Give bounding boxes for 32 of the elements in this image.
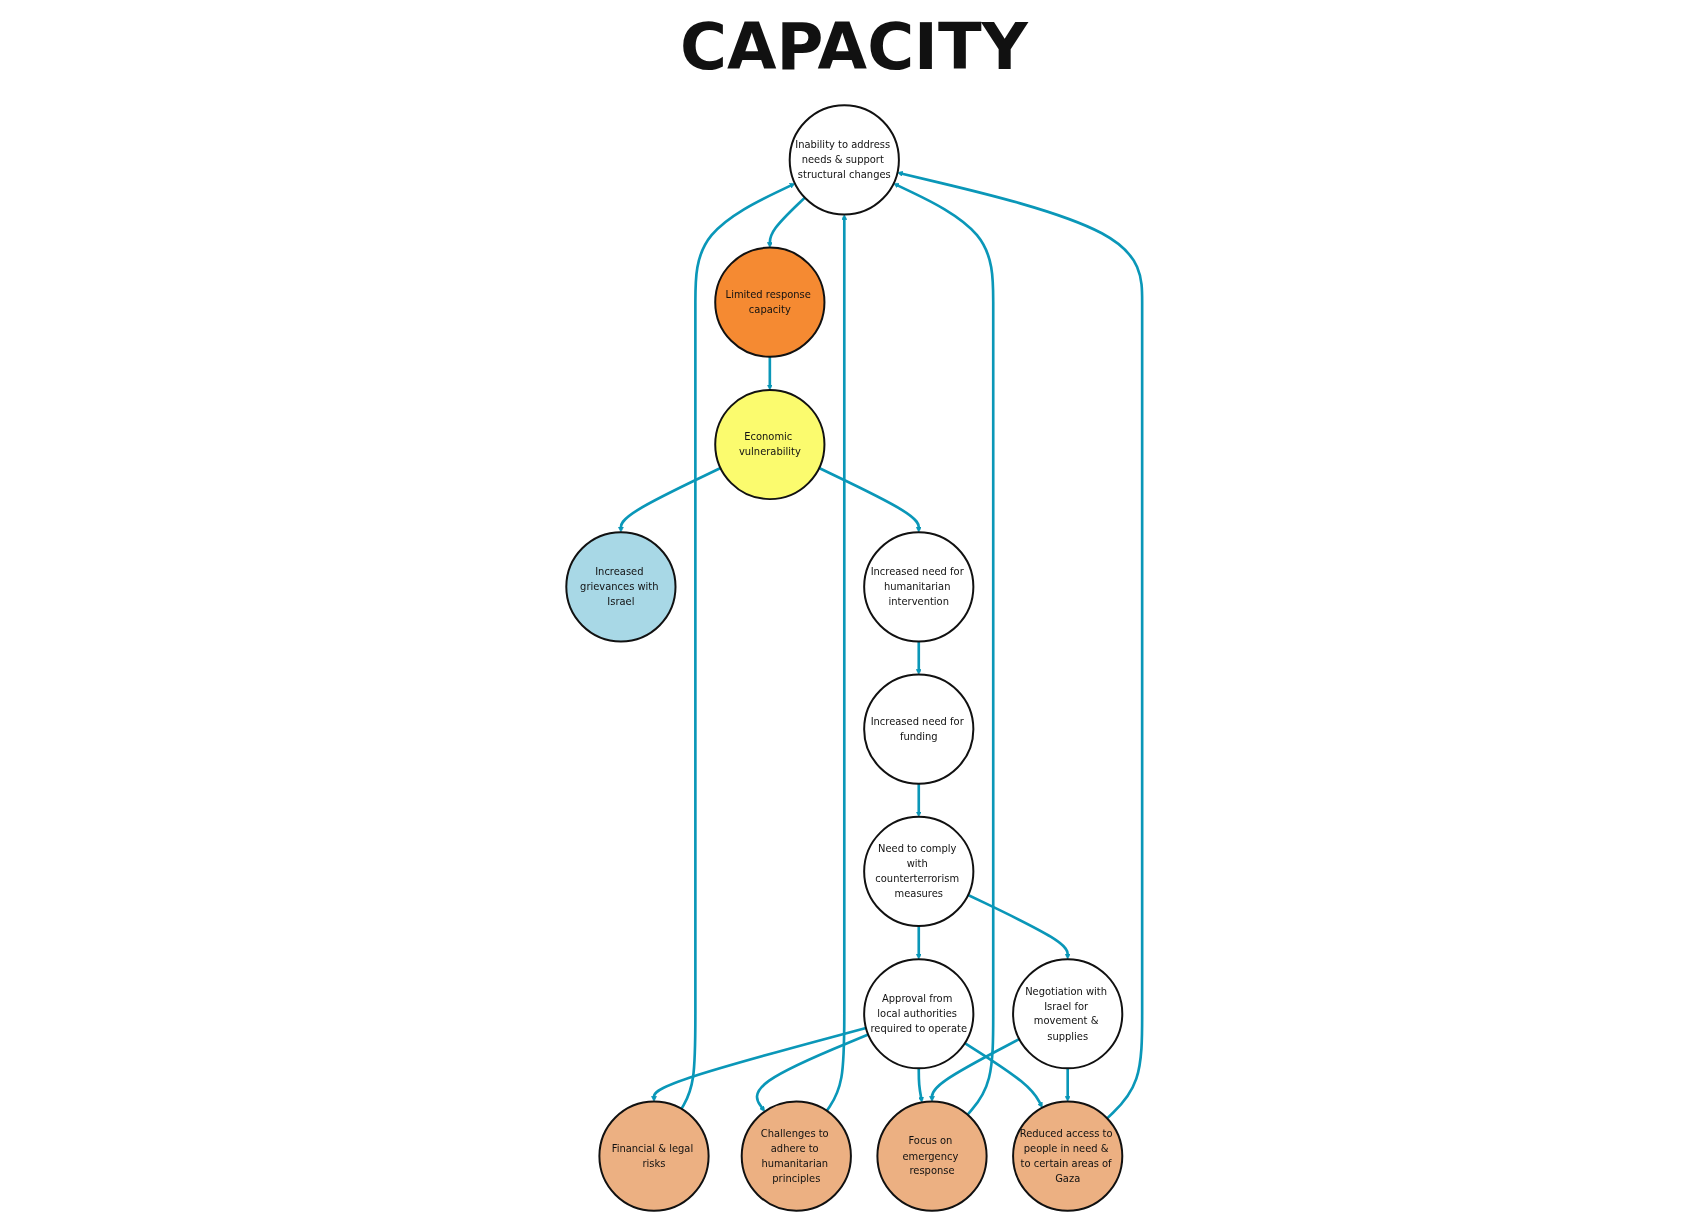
node-circle: Limited response capacity	[714, 246, 826, 358]
arrow	[825, 214, 847, 1112]
node-circle: Financial & legal risks	[598, 1100, 710, 1212]
arrow	[915, 641, 922, 675]
arrow	[967, 893, 1071, 960]
node-circle: Economic vulnerability	[714, 388, 826, 501]
node-circle: Approval from local authorities required to operate	[862, 958, 975, 1070]
node-circle: Negotiation with Israel for movement & supplies	[1011, 958, 1124, 1070]
arrow	[915, 783, 922, 818]
arrow	[650, 1026, 867, 1102]
arrow	[915, 926, 922, 960]
arrow	[818, 466, 922, 533]
arrow	[617, 466, 721, 533]
arrow	[1064, 1068, 1071, 1102]
node-circle: Increased need for funding	[862, 673, 975, 785]
node-circle: Increased need for humanitarian intervention	[862, 531, 975, 643]
arrow	[680, 183, 796, 1110]
node-circle: Challenges to adhere to humanitarian principles	[740, 1100, 852, 1212]
arrow	[928, 1037, 1020, 1102]
diagram-title: CAPACITY	[679, 10, 1030, 84]
arrow	[893, 183, 995, 1116]
node-circle: Inability to address needs & support structural changes	[788, 104, 900, 216]
node-circle: Increased grievances with Israel	[565, 531, 677, 643]
arrow	[896, 171, 1144, 1120]
node-circle: Need to comply with counterterrorism measures	[862, 815, 975, 928]
arrow	[963, 1042, 1043, 1108]
arrow	[766, 196, 806, 248]
arrow	[766, 356, 773, 391]
arrow	[917, 1068, 924, 1103]
node-circle: Focus on emergency response	[876, 1100, 988, 1212]
node-circle: Reduced access to people in need & to certain areas of Gaza	[1011, 1100, 1124, 1212]
arrow	[755, 1033, 869, 1112]
